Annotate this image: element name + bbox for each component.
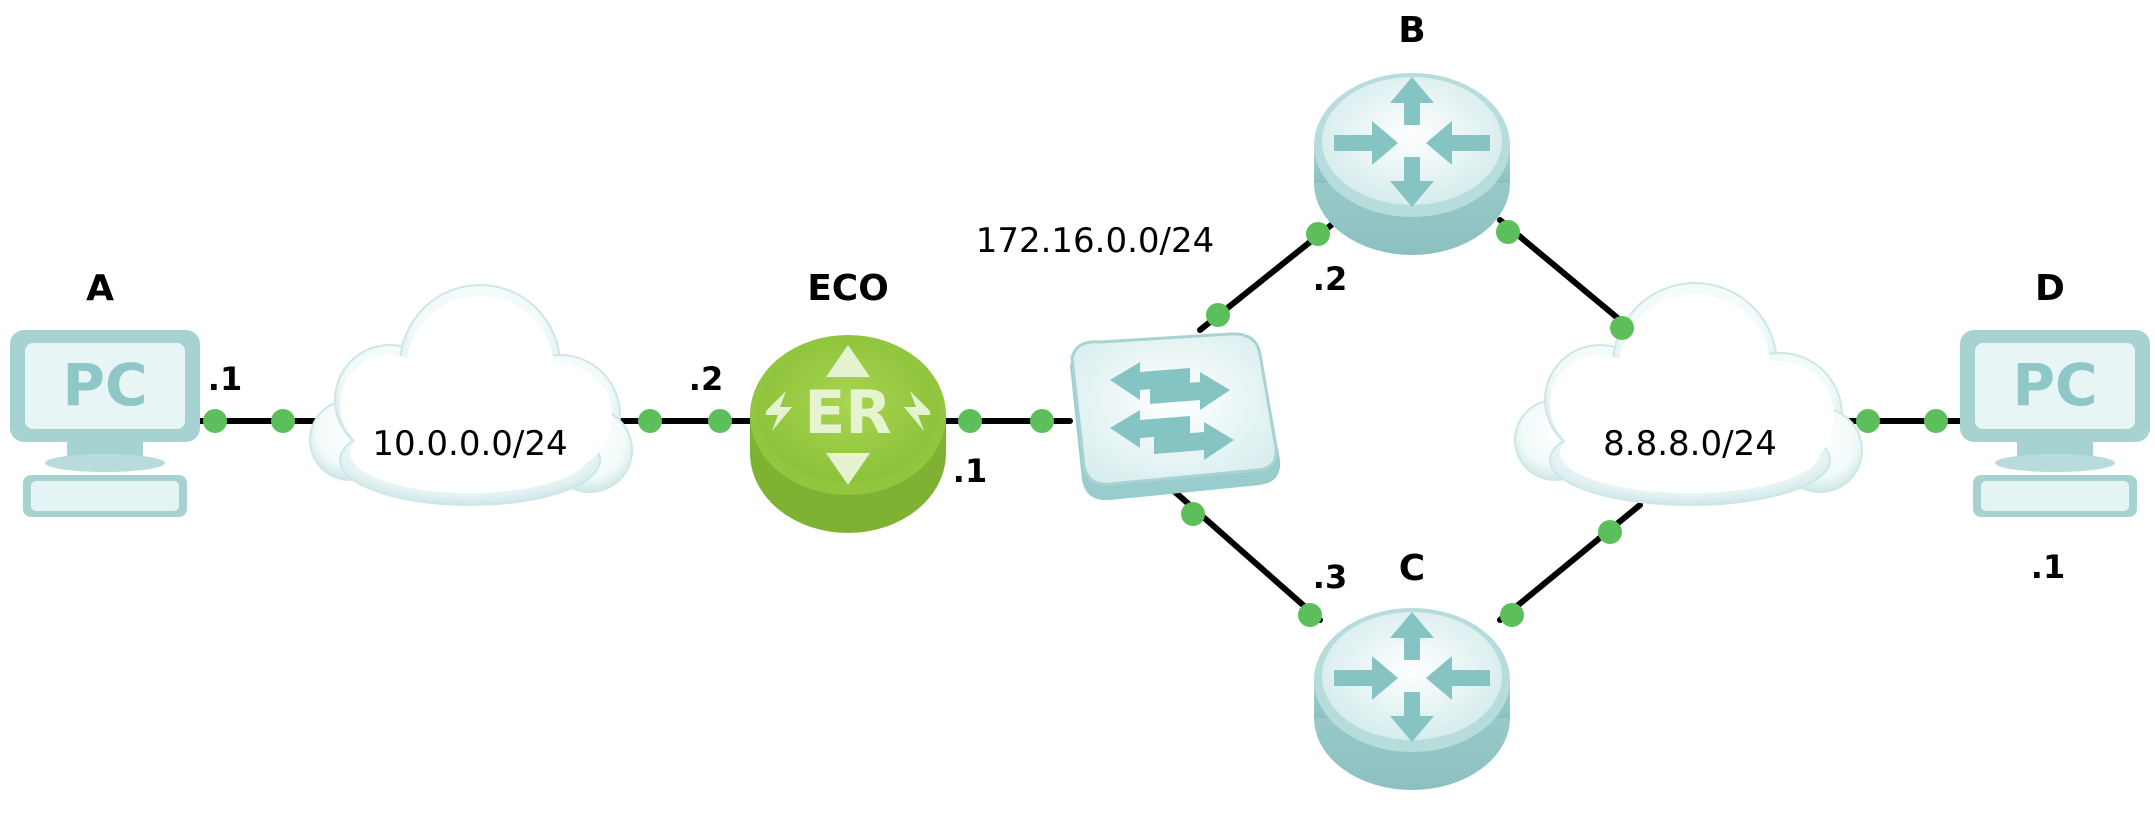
node-label-a: A	[86, 268, 114, 309]
iface-label-eco-right: .1	[953, 452, 987, 490]
router-b[interactable]	[1314, 73, 1510, 255]
port-dot	[1306, 222, 1330, 246]
pc-a[interactable]: PC	[10, 330, 200, 517]
eco-icon-text: ER	[804, 378, 891, 448]
port-dot	[1181, 502, 1205, 526]
iface-label-d: .1	[2031, 548, 2065, 586]
port-dot	[1206, 303, 1230, 327]
node-label-eco: ECO	[807, 268, 889, 309]
eco-arrows-icon	[766, 345, 930, 485]
router-icon	[1314, 73, 1510, 255]
pc-d-icon-text: PC	[2012, 351, 2097, 419]
port-dot	[1924, 409, 1948, 433]
iface-label-eco-left: .2	[689, 360, 723, 398]
node-label-d: D	[2035, 268, 2065, 309]
network-label-3: 8.8.8.0/24	[1603, 424, 1777, 464]
node-label-b: B	[1398, 10, 1425, 51]
port-dot	[1856, 409, 1880, 433]
iface-label-c: .3	[1313, 558, 1347, 596]
router-icon	[1314, 608, 1510, 790]
pc-d[interactable]: PC	[1960, 330, 2150, 517]
iface-label-b: .2	[1313, 260, 1347, 298]
network-label-2: 172.16.0.0/24	[976, 221, 1215, 261]
port-dot	[1500, 603, 1524, 627]
port-dot	[1496, 220, 1520, 244]
iface-label-a: .1	[208, 360, 242, 398]
port-dot	[1610, 316, 1634, 340]
port-dot	[271, 409, 295, 433]
cloud-network-3	[1514, 282, 1863, 506]
ports	[203, 220, 1948, 627]
switch-arrows-icon	[1110, 362, 1234, 460]
node-label-c: C	[1399, 548, 1425, 589]
port-dot	[1298, 603, 1322, 627]
router-c[interactable]	[1314, 608, 1510, 790]
port-dot	[708, 409, 732, 433]
cloud-network-1	[309, 284, 633, 506]
switch[interactable]	[1070, 332, 1281, 501]
link-c-net3	[1497, 502, 1643, 623]
pc-a-icon-text: PC	[62, 351, 147, 419]
port-dot	[203, 409, 227, 433]
network-label-1: 10.0.0.0/24	[372, 424, 567, 464]
port-dot	[638, 409, 662, 433]
port-dot	[958, 409, 982, 433]
port-dot	[1598, 520, 1622, 544]
port-dot	[1030, 409, 1054, 433]
eco-router[interactable]: ER	[750, 335, 946, 533]
